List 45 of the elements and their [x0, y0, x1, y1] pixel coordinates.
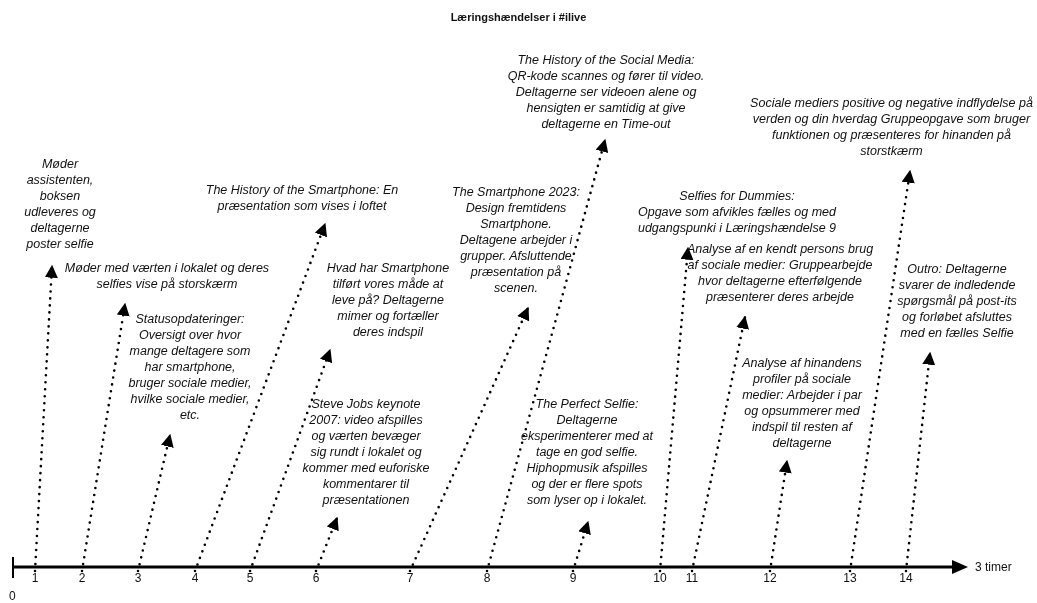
- diagram-title: Læringshændelser i #ilive: [449, 11, 588, 23]
- dotted-arrow: [193, 222, 327, 573]
- dotted-arrow: [136, 433, 174, 573]
- tick-number: 3: [127, 571, 149, 585]
- event-text: The Perfect Selfie: Deltagerne eksperimenterer med at tage en god selfie. Hiphopmusik afspilles og der er flere spots som lyser op i lokalet.: [520, 396, 654, 522]
- dotted-arrow: [80, 302, 130, 573]
- tick-number: 4: [184, 571, 206, 585]
- event-text: Statusopdateringer: Oversigt over hvor mange deltagere som har smartphone, bruger sociale medier, hvilke sociale medier, etc.: [128, 311, 252, 435]
- event-text: Møder med værten i lokalet og deres selfies vise på storskærm: [62, 260, 272, 304]
- dotted-arrow: [848, 169, 915, 573]
- event-text: Sociale mediers positive og negative indflydelse på verden og din hverdag Gruppeopgave som bruger funktionen og præsenteres for hinanden på storstkærm: [748, 95, 1035, 171]
- event-text: The History of the Smartphone: En præsentation som vises i loftet: [188, 182, 416, 224]
- dotted-arrow: [768, 459, 792, 573]
- dotted-arrow: [408, 306, 530, 573]
- event-text: Opgave som afvikles fælles og med udgangspunki i Læringshændelse 9: [636, 204, 838, 236]
- axis-label: 3 timer: [975, 560, 1012, 574]
- dotted-arrow: [248, 348, 333, 573]
- dotted-arrow: [904, 351, 936, 573]
- dotted-arrow: [690, 315, 749, 573]
- event-text: Analyse af hinandens profiler på sociale medier: Arbejder i par og opsummerer med indspil til resten af deltagerne: [738, 355, 866, 461]
- event-text: Selfies for Dummies:: [678, 188, 796, 204]
- tick-number: 14: [895, 571, 917, 585]
- axis-label: 0: [9, 589, 16, 603]
- tick-number: 10: [649, 571, 671, 585]
- dotted-arrow: [658, 246, 694, 573]
- tick-number: 1: [24, 571, 46, 585]
- dotted-arrow: [485, 138, 609, 573]
- tick-number: 12: [759, 571, 781, 585]
- dotted-arrow: [33, 264, 58, 573]
- tick-number: 13: [839, 571, 861, 585]
- tick-number: 11: [681, 571, 703, 585]
- dotted-arrow: [571, 520, 591, 573]
- event-text: Outro: Deltagerne svarer de indledende spørgsmål på post-its og forløbet afsluttes med en fælles Selfie: [893, 261, 1021, 353]
- tick-number: 8: [476, 571, 498, 585]
- event-text: QR-kode scannes og fører til video. Deltagerne ser videoen alene og hensigten er samtidig at give deltagerne en Time-out: [506, 68, 706, 132]
- event-text: Steve Jobs keynote 2007: video afspilles og værten bevæger sig rundt i lokalet og kommer med euforiske kommentarer til præsentationen: [302, 396, 430, 518]
- tick-number: 2: [71, 571, 93, 585]
- event-text: The History of the Social Media:: [516, 52, 696, 68]
- event-text: Hvad har Smartphone tilført vores måde at leve på? Deltagerne mimer og fortæller deres indspil: [326, 260, 450, 350]
- event-text: The Smartphone 2023: Design fremtidens Smartphone. Deltagene arbejder i grupper. Afsluttende præsentation på scenen.: [450, 184, 582, 308]
- tick-number: 5: [239, 571, 261, 585]
- dotted-arrow: [314, 516, 339, 573]
- tick-number: 6: [305, 571, 327, 585]
- tick-number: 7: [399, 571, 421, 585]
- tick-number: 9: [562, 571, 584, 585]
